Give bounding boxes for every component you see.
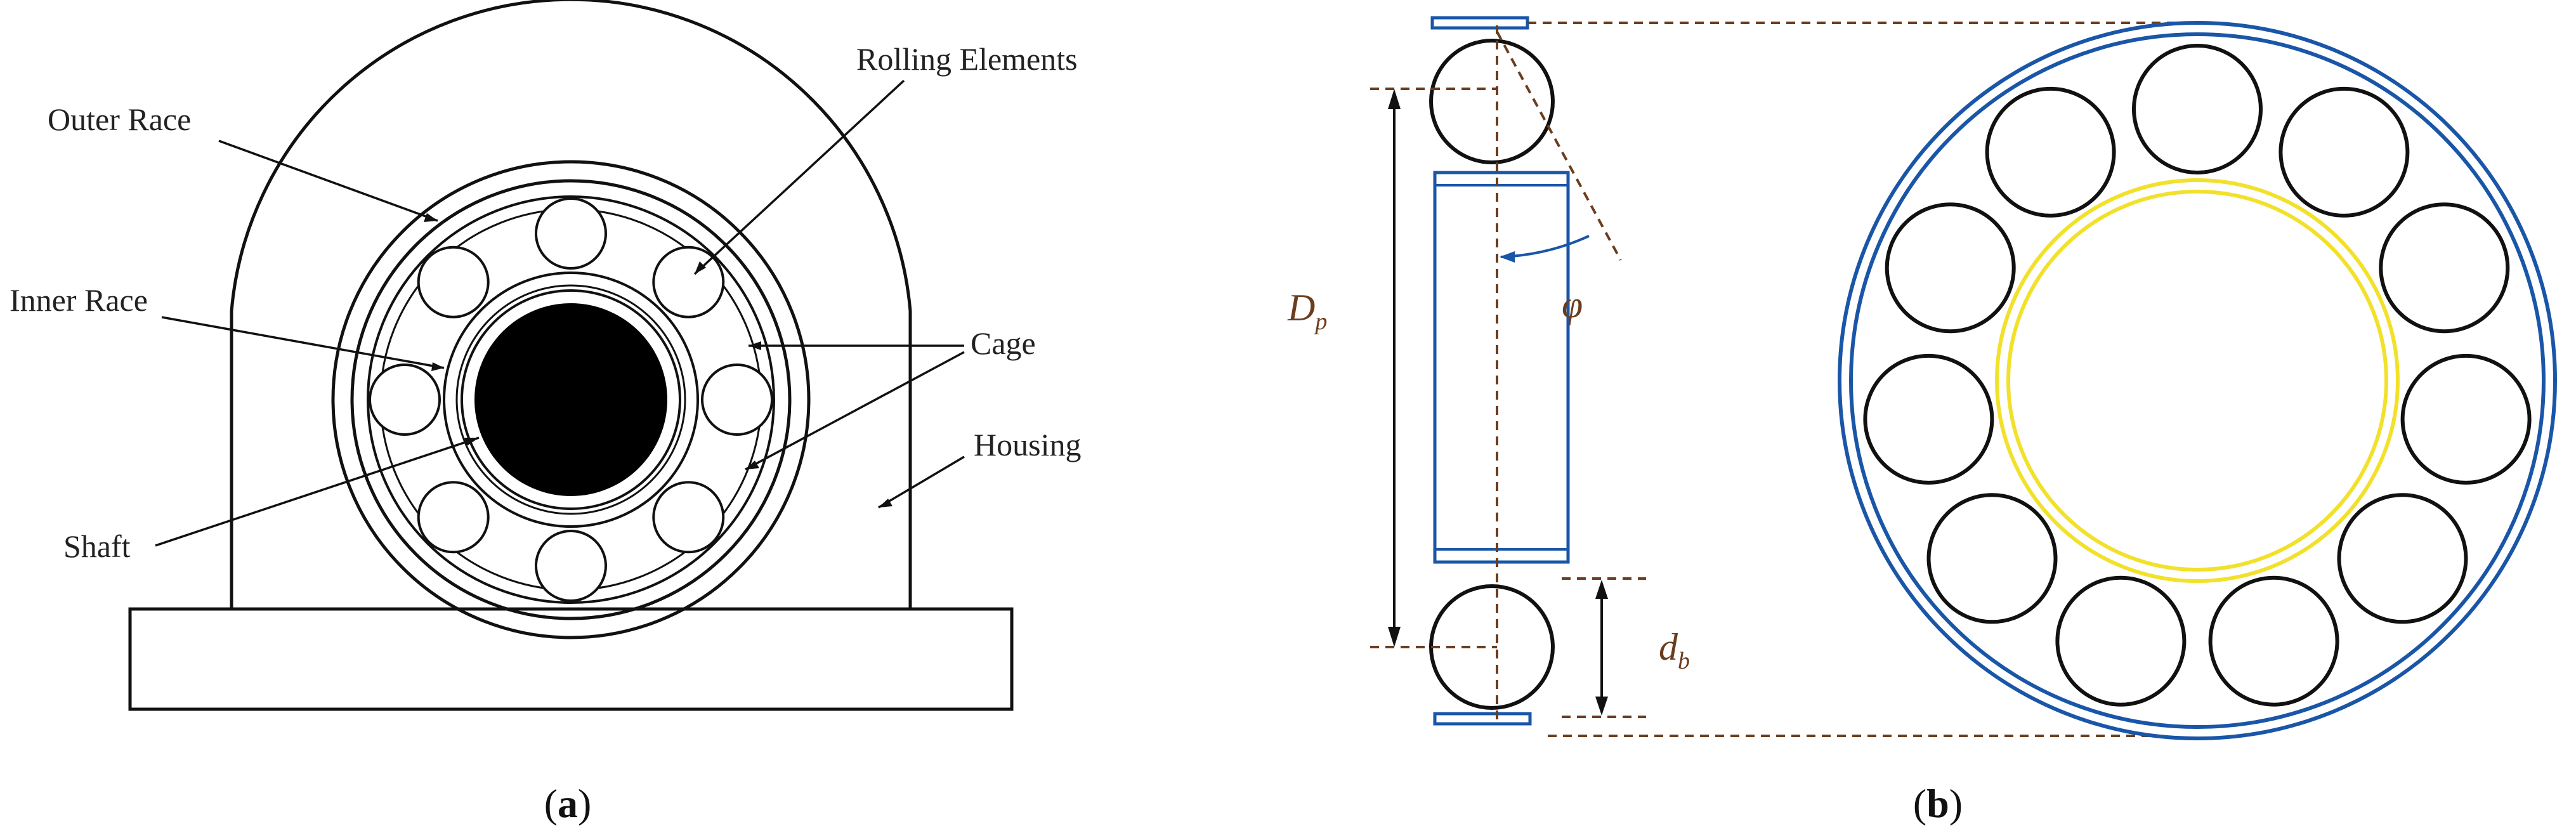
front-ball-11 xyxy=(1985,86,2116,218)
housing-bore-circle xyxy=(331,160,811,639)
front-ball-8 xyxy=(1926,493,2058,624)
pitch-arrowhead-top xyxy=(1388,89,1401,109)
leader-lines xyxy=(155,79,965,547)
front-outer-race-outer xyxy=(1838,21,2557,740)
front-rolling-elements-group xyxy=(1863,44,2532,707)
leader-inner-race xyxy=(161,316,445,369)
rolling-element-1 xyxy=(535,197,607,270)
front-inner-race-outer xyxy=(1995,178,2400,583)
ball-diameter-symbol: db xyxy=(1659,626,1690,674)
outer-race-outer-circle xyxy=(350,179,792,620)
outer-race-inner-circle xyxy=(367,195,775,604)
front-ball-10 xyxy=(1885,202,2016,334)
label-housing: Housing xyxy=(974,427,1081,462)
panel-a-bearing-in-housing: Outer Race Rolling Elements Inner Race C… xyxy=(10,0,1081,826)
rolling-element-8 xyxy=(417,246,490,318)
front-ball-4 xyxy=(2400,353,2532,485)
leader-shaft xyxy=(155,436,480,547)
side-outer-race-top xyxy=(1430,16,1529,30)
front-ball-2 xyxy=(2279,86,2410,218)
arrowhead-inner-race xyxy=(431,362,444,371)
caption-a-letter: a xyxy=(558,781,578,826)
caption-a-open: ( xyxy=(544,781,558,826)
caption-b-letter: b xyxy=(1926,781,1949,826)
leader-cage-lower xyxy=(745,351,965,471)
front-inner-race-inner xyxy=(2006,190,2388,572)
cage-inner-circle xyxy=(455,284,686,515)
front-ball-1 xyxy=(2132,44,2263,174)
rolling-element-5 xyxy=(535,530,607,602)
panel-b-bearing-geometry: Dp φ db (b) xyxy=(1287,16,2557,826)
side-inner-race-body xyxy=(1433,171,1570,564)
caption-a-close: ) xyxy=(578,781,591,826)
arrowhead-cage-upper xyxy=(749,341,761,350)
side-outer-race-bottom xyxy=(1433,712,1532,726)
leader-arrowheads xyxy=(424,213,892,507)
contact-angle-arrowhead xyxy=(1500,251,1515,263)
ball-arrowhead-top xyxy=(1595,580,1608,599)
pitch-diameter-symbol-main: D xyxy=(1287,287,1315,329)
caption-a: (a) xyxy=(544,781,592,826)
arrowhead-rolling-elements xyxy=(695,261,706,274)
leader-rolling-elements xyxy=(693,79,905,275)
shaft-disc xyxy=(474,303,667,496)
caption-b-open: ( xyxy=(1913,781,1926,826)
front-ball-3 xyxy=(2379,202,2510,334)
caption-b-close: ) xyxy=(1949,781,1963,826)
label-inner-race: Inner Race xyxy=(10,282,148,318)
front-ball-6 xyxy=(2208,575,2339,707)
side-inner-race-bottom-lip xyxy=(1434,548,1569,563)
inner-race-outer-circle xyxy=(443,272,699,528)
front-ball-5 xyxy=(2337,493,2468,624)
label-shaft: Shaft xyxy=(63,528,131,564)
inner-race-inner-circle xyxy=(461,289,681,510)
rolling-element-7 xyxy=(369,363,441,436)
pitch-diameter-symbol: Dp xyxy=(1287,287,1327,335)
housing-outline xyxy=(128,607,1014,711)
contact-angle-line xyxy=(1496,31,1622,261)
front-ball-9 xyxy=(1863,353,1994,485)
ball-arrowhead-bottom xyxy=(1595,697,1608,716)
label-outer-race: Outer Race xyxy=(48,101,191,137)
pitch-arrowhead-bottom xyxy=(1388,627,1401,647)
arrowhead-cage-lower xyxy=(745,461,759,469)
front-ball-7 xyxy=(2055,575,2187,707)
leader-outer-race xyxy=(218,140,438,222)
ball-diameter-symbol-sub: b xyxy=(1678,648,1690,674)
arrowhead-housing xyxy=(879,499,892,507)
label-rolling-elements: Rolling Elements xyxy=(856,41,1078,77)
side-ball-top xyxy=(1429,39,1555,164)
arrowhead-outer-race xyxy=(424,213,438,222)
ball-diameter-symbol-main: d xyxy=(1659,626,1678,668)
arrowhead-shaft xyxy=(464,438,479,446)
contact-angle-symbol: φ xyxy=(1562,284,1583,325)
pitch-diameter-symbol-sub: p xyxy=(1313,308,1327,335)
caption-b: (b) xyxy=(1913,781,1963,826)
rolling-element-6 xyxy=(417,481,490,554)
front-outer-race-inner xyxy=(1849,32,2546,729)
rolling-element-3 xyxy=(701,363,773,436)
rolling-element-4 xyxy=(652,481,725,554)
leader-housing xyxy=(878,455,965,509)
label-cage: Cage xyxy=(971,325,1036,361)
side-inner-race-top-lip xyxy=(1434,171,1569,187)
housing-pedestal xyxy=(230,0,912,609)
